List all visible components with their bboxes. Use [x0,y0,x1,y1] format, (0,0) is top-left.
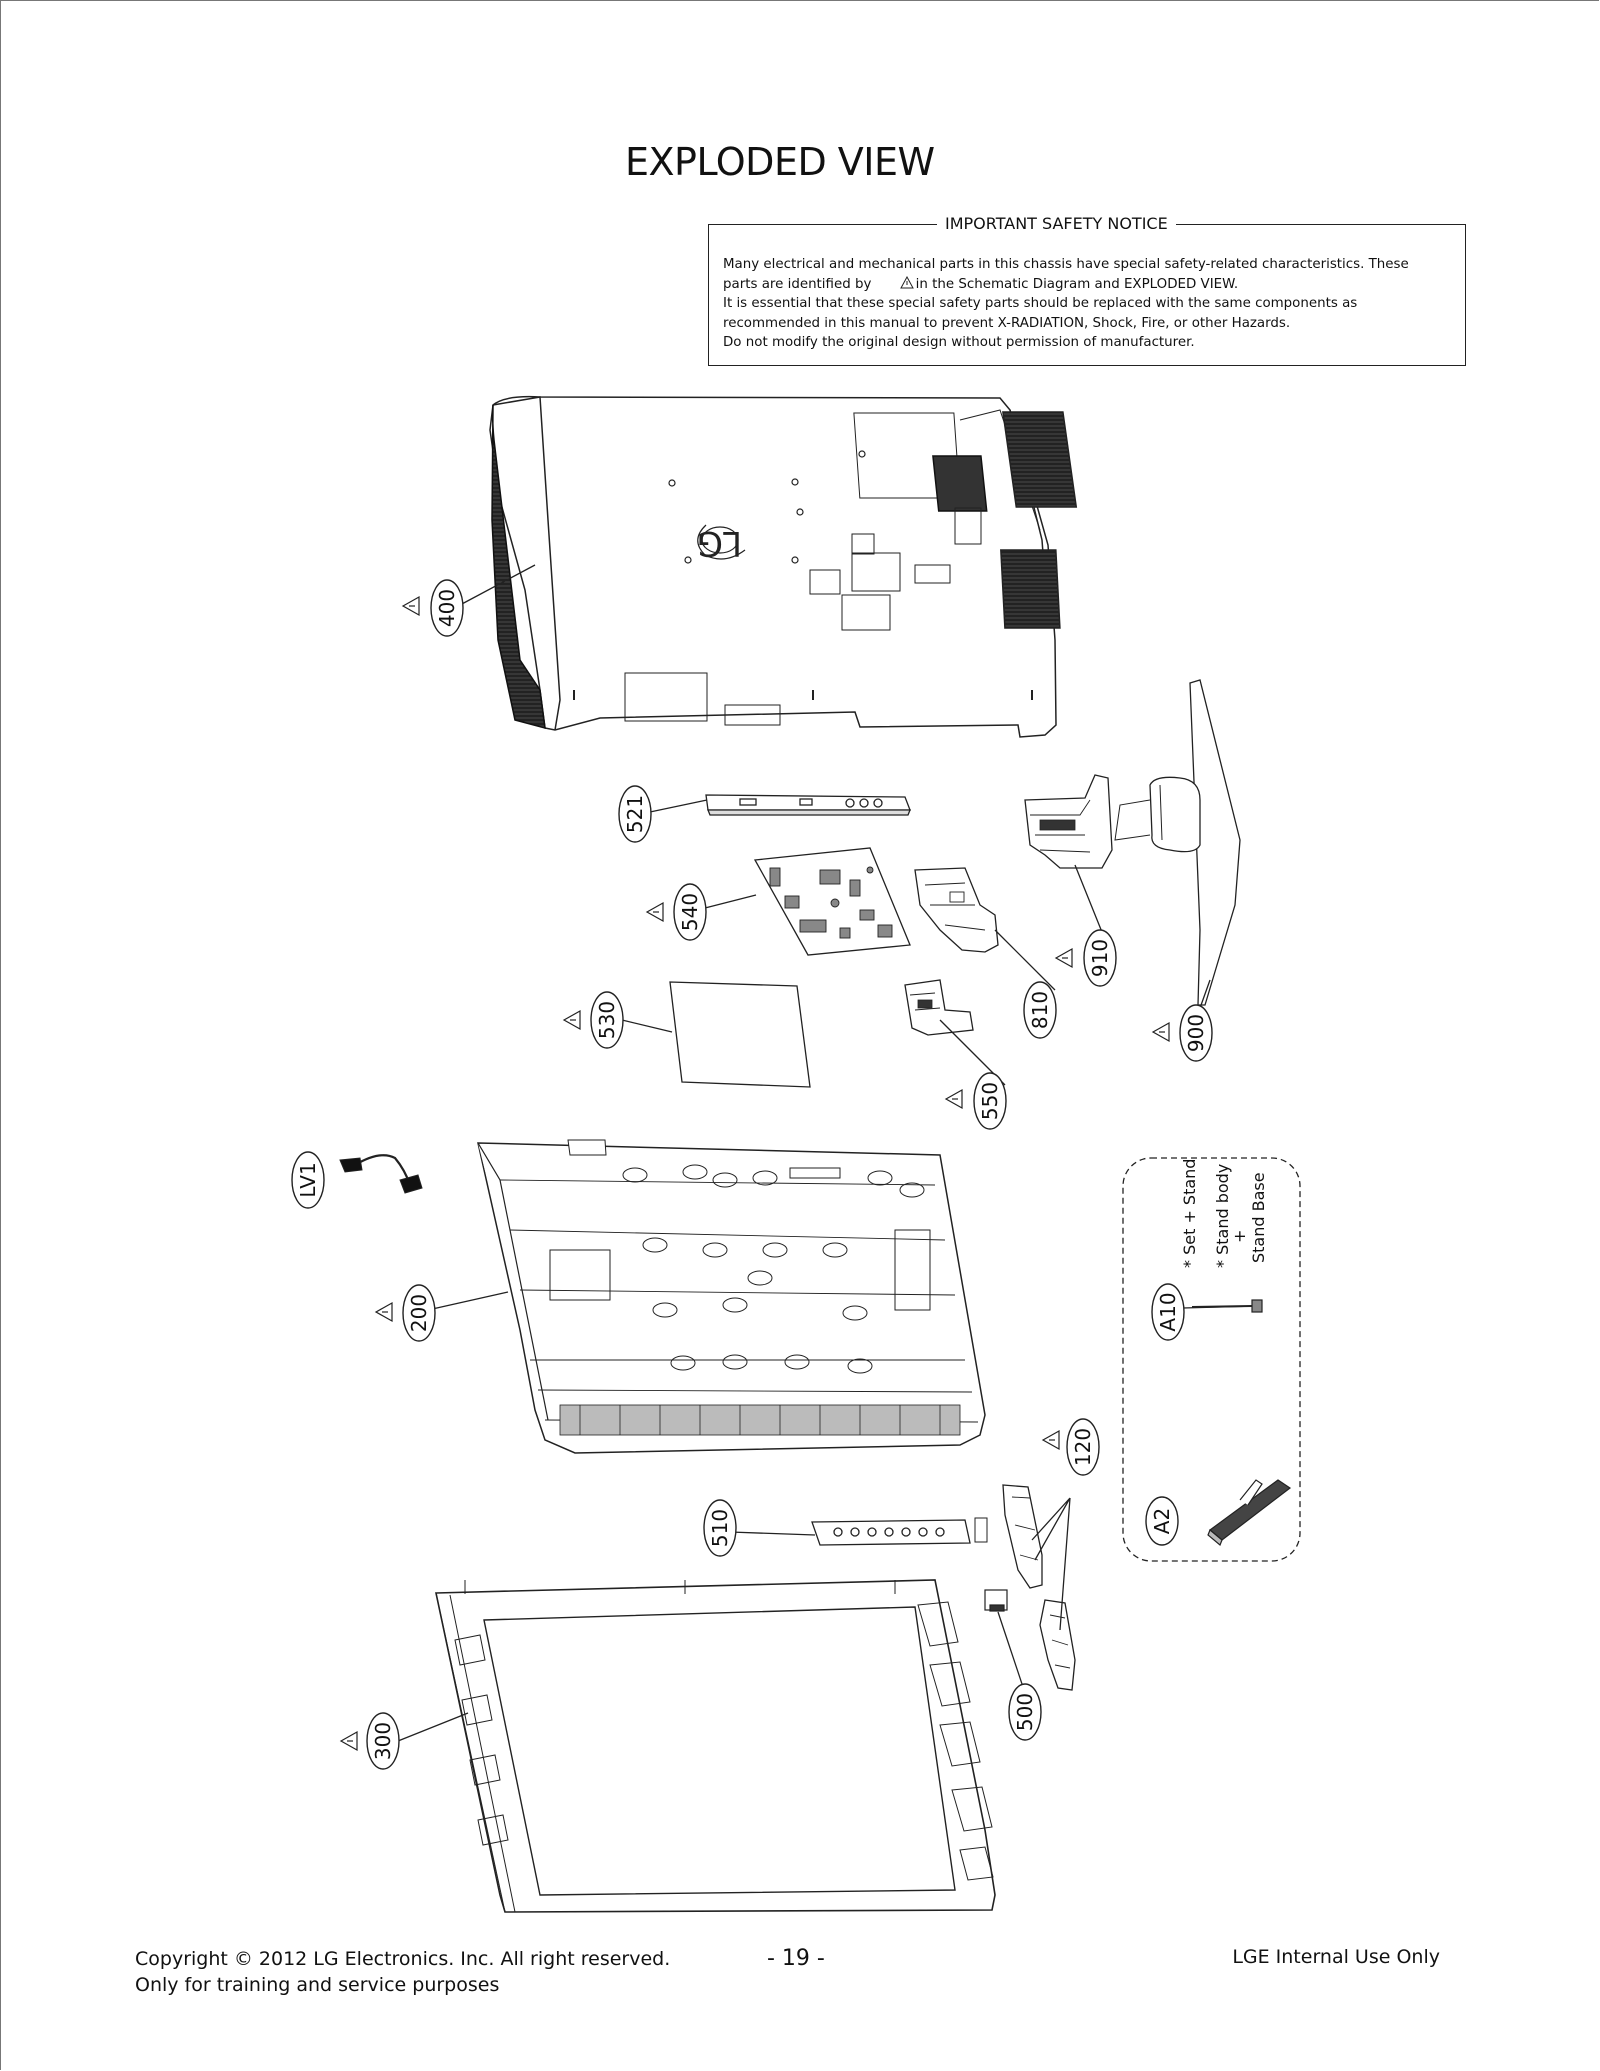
warning-triangle-icon [339,1730,358,1752]
svg-text:510: 510 [708,1509,732,1547]
warning-triangle-icon [1151,1021,1170,1043]
svg-text:+: + [1230,1230,1249,1243]
svg-text:521: 521 [623,795,647,833]
svg-text:530: 530 [595,1001,619,1039]
stand-base-900-part [1114,679,1241,1006]
safety-notice-text: Many electrical and mechanical parts in … [723,255,1448,353]
svg-text:900: 900 [1184,1014,1208,1052]
page-title: EXPLODED VIEW [625,140,935,184]
svg-text:500: 500 [1013,1693,1037,1731]
callout-510: 510 [703,1499,737,1557]
accessory-box: * Set + Stand * Stand body + Stand Base [1122,1157,1301,1562]
warning-triangle-icon [401,595,420,617]
callout-910: 910 [1083,929,1117,987]
cable-lv1-part [339,1154,423,1194]
svg-text:* Set + Stand: * Set + Stand [1180,1159,1199,1268]
callout-500: 500 [1008,1683,1042,1741]
callout-300: 300 [366,1712,400,1770]
control-board-510-part [811,1517,988,1546]
notice-line: Many electrical and mechanical parts in … [723,257,1409,272]
back-cover-part: LG [489,395,1078,738]
lg-logo: LG [697,523,742,563]
callout-400: 400 [430,579,464,637]
svg-text:LV1: LV1 [296,1162,320,1197]
callout-lv1: LV1 [291,1151,325,1209]
callout-550: 550 [973,1072,1007,1130]
warning-triangle-icon [645,901,664,923]
callout-900: 900 [1179,1004,1213,1062]
main-board-540-part [753,847,911,956]
warning-triangle-icon [944,1088,963,1110]
warning-triangle-icons [339,595,1170,1752]
callout-530: 530 [590,991,624,1049]
stand-part-a2 [1207,1479,1292,1546]
svg-text:120: 120 [1071,1428,1095,1466]
speakers-120-part [1002,1484,1076,1691]
callout-810: 810 [1023,981,1057,1039]
callout-a2: A2 [1145,1496,1179,1546]
front-cabinet-300-part [435,1579,996,1913]
screw-a10-part [1191,1299,1263,1313]
bracket-810-part [914,867,999,953]
svg-text:Stand Base: Stand Base [1249,1172,1268,1263]
part-500 [984,1589,1008,1612]
callout-a10: A10 [1151,1283,1185,1341]
warning-triangle-icon [562,1009,581,1031]
callout-120: 120 [1066,1418,1100,1476]
svg-text:810: 810 [1028,991,1052,1029]
warning-triangle-icon [374,1301,393,1323]
svg-text:540: 540 [678,893,702,931]
svg-text:* Stand body: * Stand body [1213,1164,1232,1268]
warning-triangle-icon [1041,1429,1060,1451]
svg-text:550: 550 [978,1082,1002,1120]
safety-notice-box: IMPORTANT SAFETY NOTICE Many electrical … [708,214,1466,366]
warning-triangle-icon [1054,947,1073,969]
svg-text:200: 200 [407,1294,431,1332]
callout-200: 200 [402,1284,436,1342]
notice-line: It is essential that these special safet… [723,296,1358,311]
svg-text:A10: A10 [1156,1292,1180,1331]
bracket-521-part [705,794,911,816]
callouts: 400 521 540 530 550 810 910 900 LV1 200 … [291,579,1213,1770]
callout-521: 521 [618,785,652,843]
stand-body-910-part [1024,774,1113,869]
board-530-part [669,981,811,1088]
callout-540: 540 [673,883,707,941]
accessory-legend: * Set + Stand * Stand body + Stand Base [1180,1159,1268,1268]
notice-line: Do not modify the original design withou… [723,335,1195,350]
svg-text:300: 300 [371,1722,395,1760]
notice-line: recommended in this manual to prevent X-… [723,315,1291,331]
svg-text:400: 400 [435,589,459,627]
leader-lines [397,564,1259,1742]
main-chassis-200-part [477,1139,986,1454]
page-number: - 19 - [767,1946,825,1971]
footer-copyright: Copyright © 2012 LG Electronics. Inc. Al… [135,1948,671,1996]
warning-triangle-icon [899,275,914,288]
svg-text:A2: A2 [1150,1508,1174,1534]
notice-line: parts are identified by in the Schematic… [723,275,1239,292]
safety-notice-heading: IMPORTANT SAFETY NOTICE [937,214,1176,233]
footer-internal-use: LGE Internal Use Only [1232,1946,1440,1968]
bracket-550-part [904,979,974,1036]
svg-text:910: 910 [1088,939,1112,977]
